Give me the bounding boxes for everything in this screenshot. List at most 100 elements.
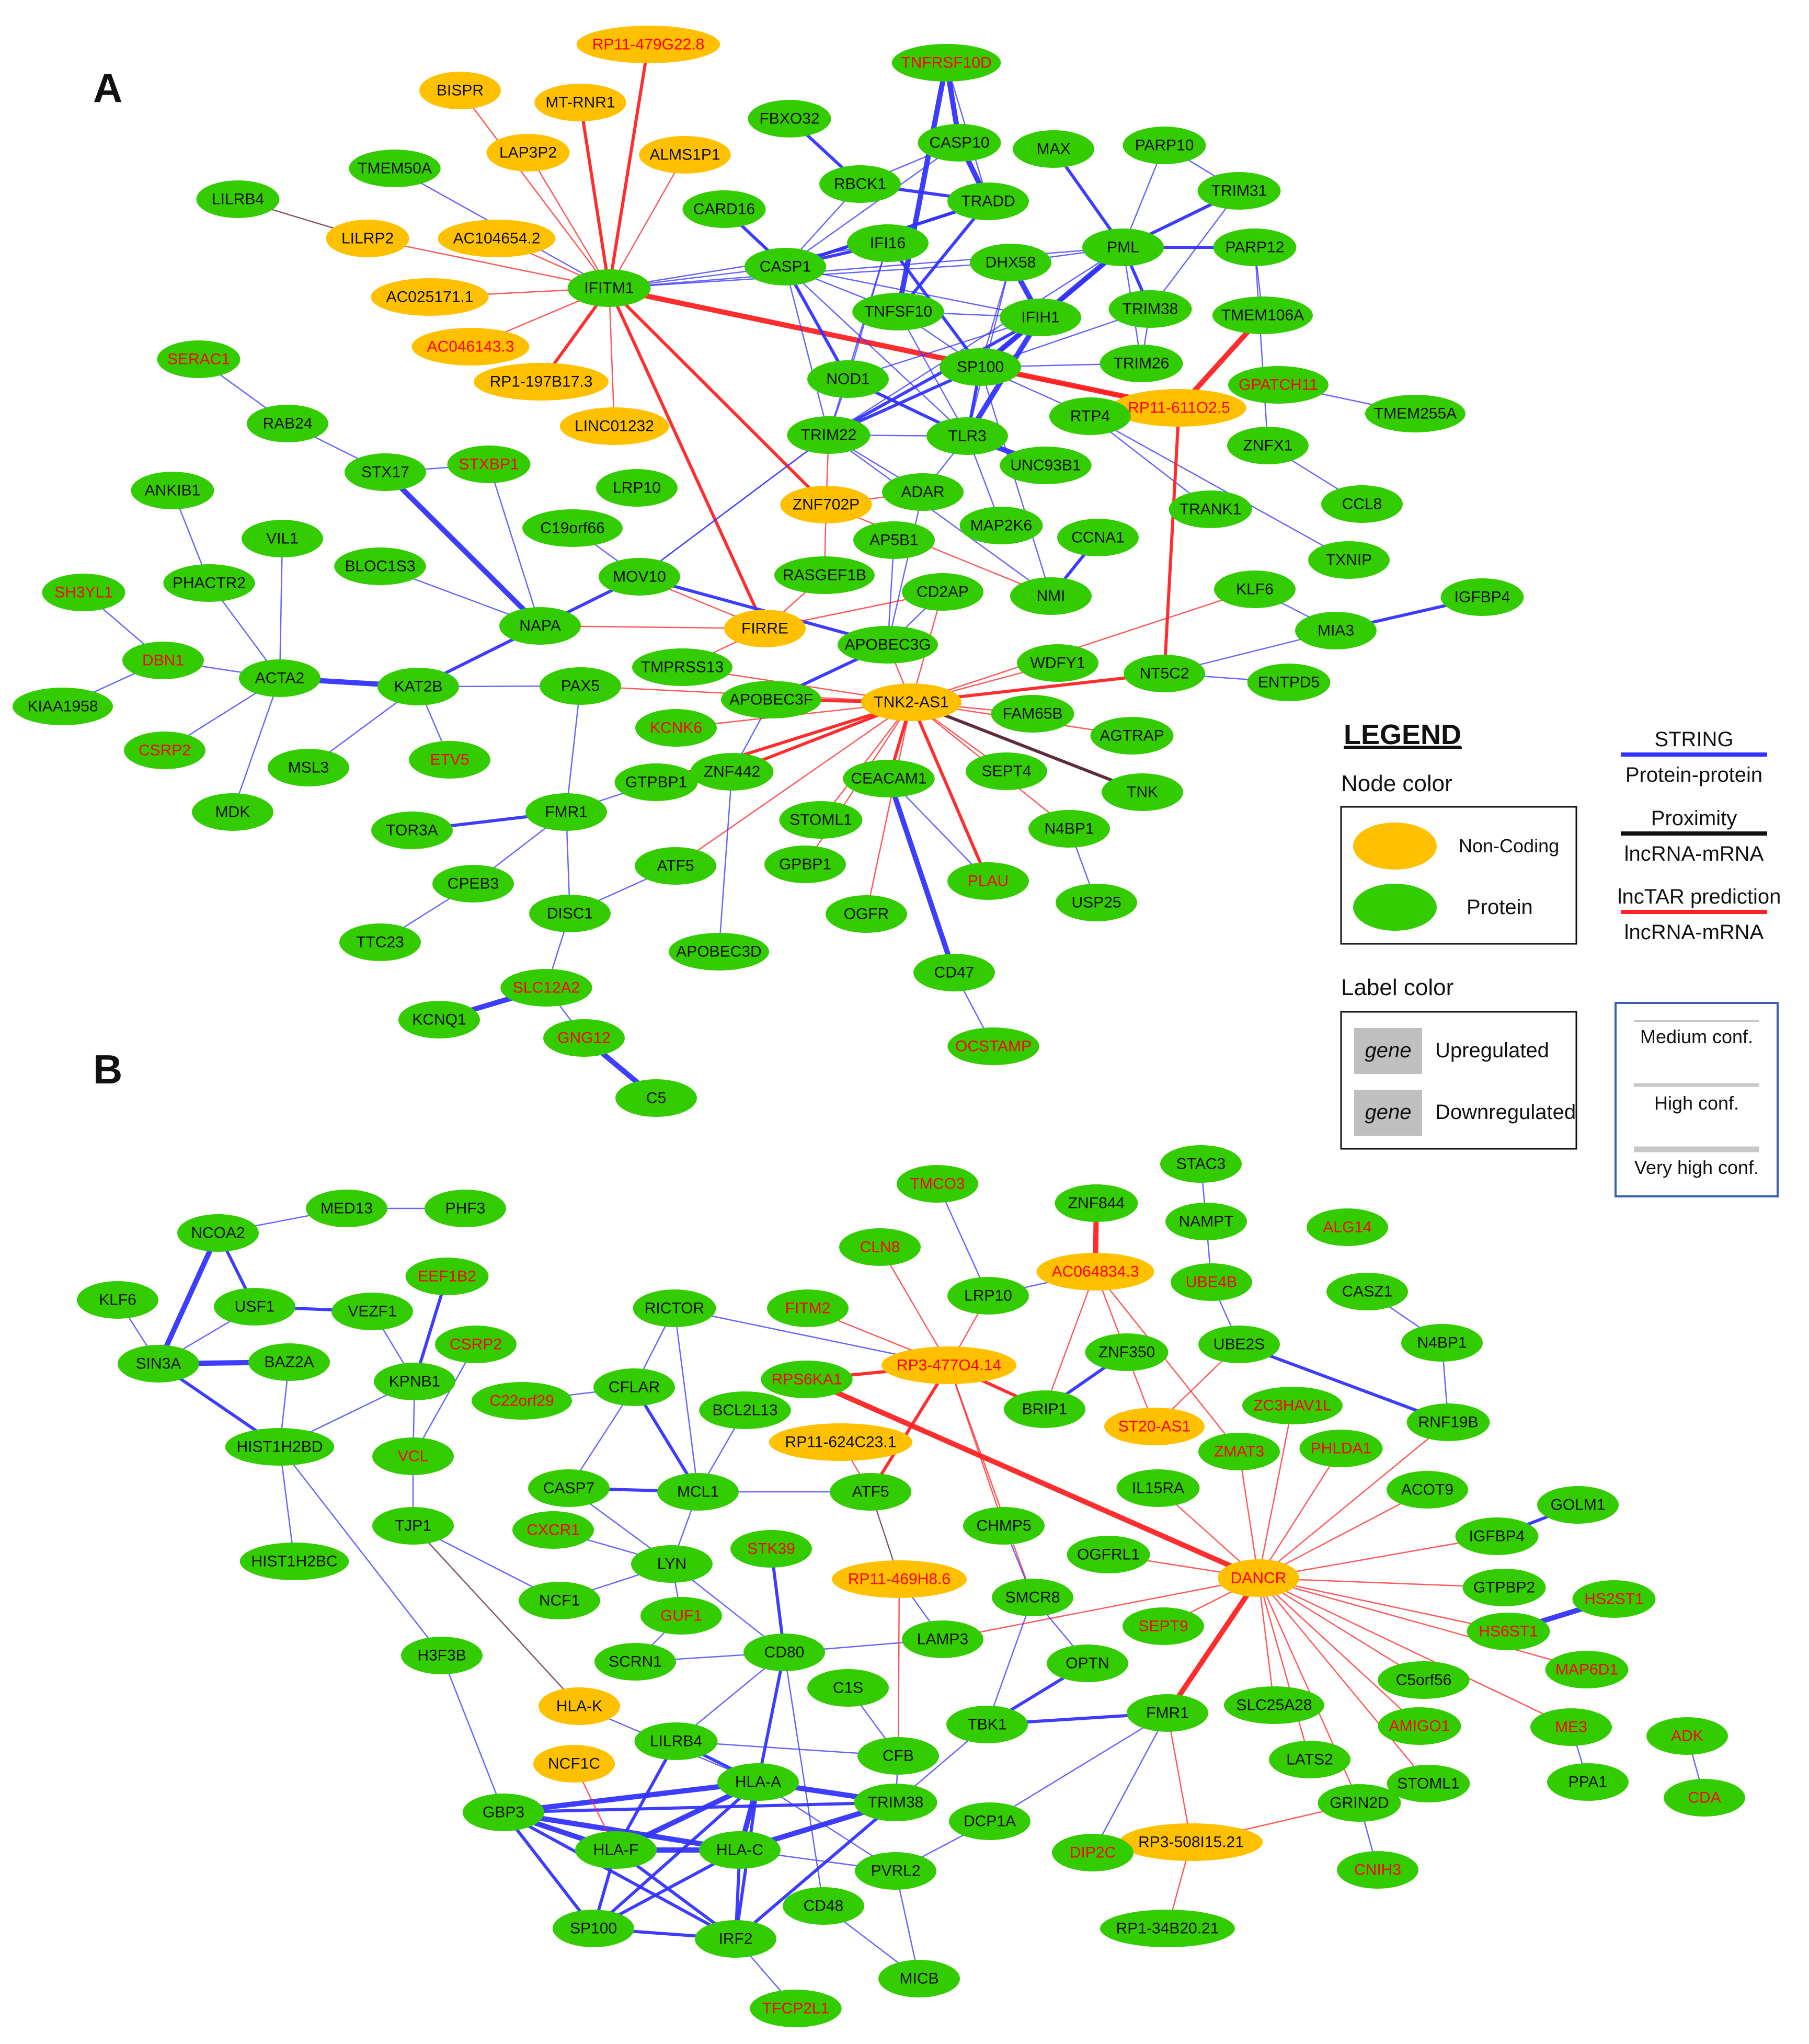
- network-b-node[interactable]: VEZF1: [331, 1293, 413, 1330]
- network-a-node[interactable]: AGTRAP: [1090, 717, 1174, 755]
- network-a-node[interactable]: RP11-611O2.5: [1112, 389, 1246, 427]
- network-b-node[interactable]: TRIM38: [854, 1784, 937, 1821]
- network-a-node[interactable]: DHX58: [970, 244, 1051, 281]
- network-a-node[interactable]: ANKIB1: [131, 472, 214, 509]
- network-b-node[interactable]: UBE4B: [1171, 1263, 1252, 1301]
- network-b-node[interactable]: BAZ2A: [248, 1343, 330, 1381]
- network-b-node[interactable]: HS6ST1: [1467, 1613, 1550, 1650]
- network-a-node[interactable]: STOML1: [779, 801, 863, 839]
- network-b-node[interactable]: RP3-477O4.14: [881, 1346, 1016, 1384]
- network-a-node[interactable]: FAM65B: [991, 695, 1074, 733]
- network-a-node[interactable]: MSL3: [268, 749, 349, 786]
- network-b-node[interactable]: CFLAR: [593, 1368, 675, 1406]
- network-b-node[interactable]: NCOA2: [177, 1214, 259, 1252]
- network-b-node[interactable]: HLA-F: [575, 1831, 657, 1869]
- network-b-node[interactable]: ADK: [1646, 1717, 1728, 1755]
- network-b-node[interactable]: MICB: [878, 1960, 960, 1997]
- network-a-node[interactable]: USP25: [1056, 884, 1137, 921]
- network-b-node[interactable]: NCF1: [519, 1582, 600, 1619]
- network-b-node[interactable]: LYN: [631, 1545, 713, 1583]
- network-a-node[interactable]: TLR3: [926, 417, 1008, 455]
- network-b-node[interactable]: DCP1A: [949, 1802, 1031, 1840]
- network-a-node[interactable]: KAT2B: [377, 668, 459, 705]
- network-a-node[interactable]: RTP4: [1049, 397, 1131, 435]
- network-b-node[interactable]: NCF1C: [533, 1745, 615, 1783]
- network-b-node[interactable]: RP3-508I15.21: [1119, 1823, 1263, 1861]
- network-b-node[interactable]: ATF5: [830, 1473, 911, 1511]
- network-b-node[interactable]: CDA: [1664, 1779, 1745, 1817]
- network-a-node[interactable]: NOD1: [807, 360, 889, 398]
- network-b-node[interactable]: CASZ1: [1326, 1273, 1408, 1310]
- network-a-node[interactable]: TMEM106A: [1212, 296, 1313, 334]
- network-a-node[interactable]: TNK: [1102, 773, 1183, 811]
- network-b-node[interactable]: HLA-A: [717, 1763, 799, 1801]
- network-b-node[interactable]: GOLM1: [1537, 1486, 1619, 1524]
- network-b-node[interactable]: USF1: [214, 1288, 295, 1326]
- network-b-node[interactable]: SLC25A28: [1224, 1686, 1324, 1724]
- network-a-node[interactable]: GPATCH11: [1228, 366, 1329, 404]
- network-b-node[interactable]: EEF1B2: [405, 1258, 489, 1295]
- network-a-node[interactable]: AC046143.3: [411, 328, 530, 366]
- network-a-node[interactable]: ADAR: [882, 473, 964, 511]
- network-a-node[interactable]: BISPR: [419, 72, 501, 109]
- network-a-node[interactable]: CASP10: [918, 124, 1001, 162]
- network-a-node[interactable]: TRIM22: [787, 416, 871, 454]
- network-a-node[interactable]: ETV5: [409, 741, 490, 779]
- network-a-node[interactable]: CD47: [913, 954, 995, 991]
- network-b-node[interactable]: ME3: [1530, 1708, 1612, 1746]
- network-a-node[interactable]: APOBEC3F: [721, 681, 821, 718]
- network-b-node[interactable]: GBP3: [463, 1794, 544, 1831]
- network-b-node[interactable]: HLA-K: [539, 1687, 620, 1725]
- network-b-node[interactable]: AMIGO1: [1378, 1707, 1461, 1745]
- network-a-node[interactable]: TRADD: [947, 182, 1029, 220]
- network-a-node[interactable]: WDFY1: [1017, 644, 1098, 682]
- network-a-node[interactable]: NMI: [1010, 577, 1092, 615]
- network-a-node[interactable]: TRANK1: [1169, 490, 1252, 528]
- network-b-node[interactable]: CD80: [743, 1634, 825, 1671]
- network-b-node[interactable]: CSRP2: [435, 1326, 517, 1363]
- network-b-node[interactable]: TMCO3: [897, 1165, 978, 1203]
- network-a-node[interactable]: RASGEF1B: [774, 556, 875, 594]
- network-a-node[interactable]: AC104654.2: [438, 220, 556, 257]
- network-a-node[interactable]: LINC01232: [559, 407, 669, 445]
- network-b-node[interactable]: C22orf29: [472, 1382, 572, 1420]
- network-b-node[interactable]: STAC3: [1160, 1145, 1242, 1183]
- network-a-node[interactable]: KCNK6: [635, 709, 717, 747]
- network-a-node[interactable]: TNFSF10: [852, 293, 944, 330]
- network-a-node[interactable]: TTC23: [339, 923, 421, 961]
- network-b-node[interactable]: HIST1H2BD: [225, 1428, 335, 1466]
- network-a-node[interactable]: TRIM38: [1108, 290, 1192, 328]
- network-a-node[interactable]: LILRB4: [196, 180, 280, 218]
- network-a-node[interactable]: STX17: [345, 453, 426, 491]
- network-b-node[interactable]: KLF6: [77, 1281, 158, 1319]
- network-b-node[interactable]: GTPBP2: [1462, 1569, 1546, 1606]
- network-b-node[interactable]: VCL: [372, 1437, 454, 1475]
- network-a-node[interactable]: ALMS1P1: [639, 136, 731, 174]
- network-a-node[interactable]: KIAA1958: [13, 688, 113, 725]
- network-a-node[interactable]: AP5B1: [853, 521, 935, 559]
- network-b-node[interactable]: CHMP5: [963, 1507, 1045, 1545]
- network-a-node[interactable]: GNG12: [543, 1019, 625, 1057]
- network-a-node[interactable]: ZNFX1: [1227, 427, 1309, 464]
- network-b-node[interactable]: MED13: [306, 1190, 387, 1227]
- network-a-node[interactable]: TXNIP: [1308, 541, 1390, 579]
- network-a-node[interactable]: GPBP1: [764, 846, 846, 883]
- network-b-node[interactable]: MCL1: [657, 1473, 739, 1511]
- network-a-node[interactable]: PAX5: [540, 667, 621, 705]
- network-b-node[interactable]: AC064834.3: [1036, 1253, 1154, 1291]
- network-a-node[interactable]: SERAC1: [157, 340, 241, 378]
- network-b-node[interactable]: CD48: [783, 1887, 864, 1925]
- network-b-node[interactable]: C5orf56: [1378, 1661, 1470, 1699]
- network-b-node[interactable]: DANCR: [1218, 1559, 1299, 1597]
- network-a-node[interactable]: APOBEC3D: [669, 933, 769, 970]
- network-a-node[interactable]: IFITM1: [567, 269, 651, 307]
- network-b-node[interactable]: PHLDA1: [1299, 1430, 1383, 1467]
- network-b-node[interactable]: FITM2: [767, 1289, 849, 1327]
- network-b-node[interactable]: CASP7: [528, 1469, 610, 1507]
- network-a-node[interactable]: TOR3A: [371, 812, 453, 849]
- network-b-node[interactable]: UBE2S: [1198, 1326, 1280, 1363]
- network-a-node[interactable]: SLC12A2: [500, 969, 592, 1007]
- network-b-node[interactable]: STK39: [730, 1530, 812, 1568]
- network-b-node[interactable]: SP100: [553, 1910, 634, 1947]
- network-b-node[interactable]: CXCR1: [512, 1511, 594, 1549]
